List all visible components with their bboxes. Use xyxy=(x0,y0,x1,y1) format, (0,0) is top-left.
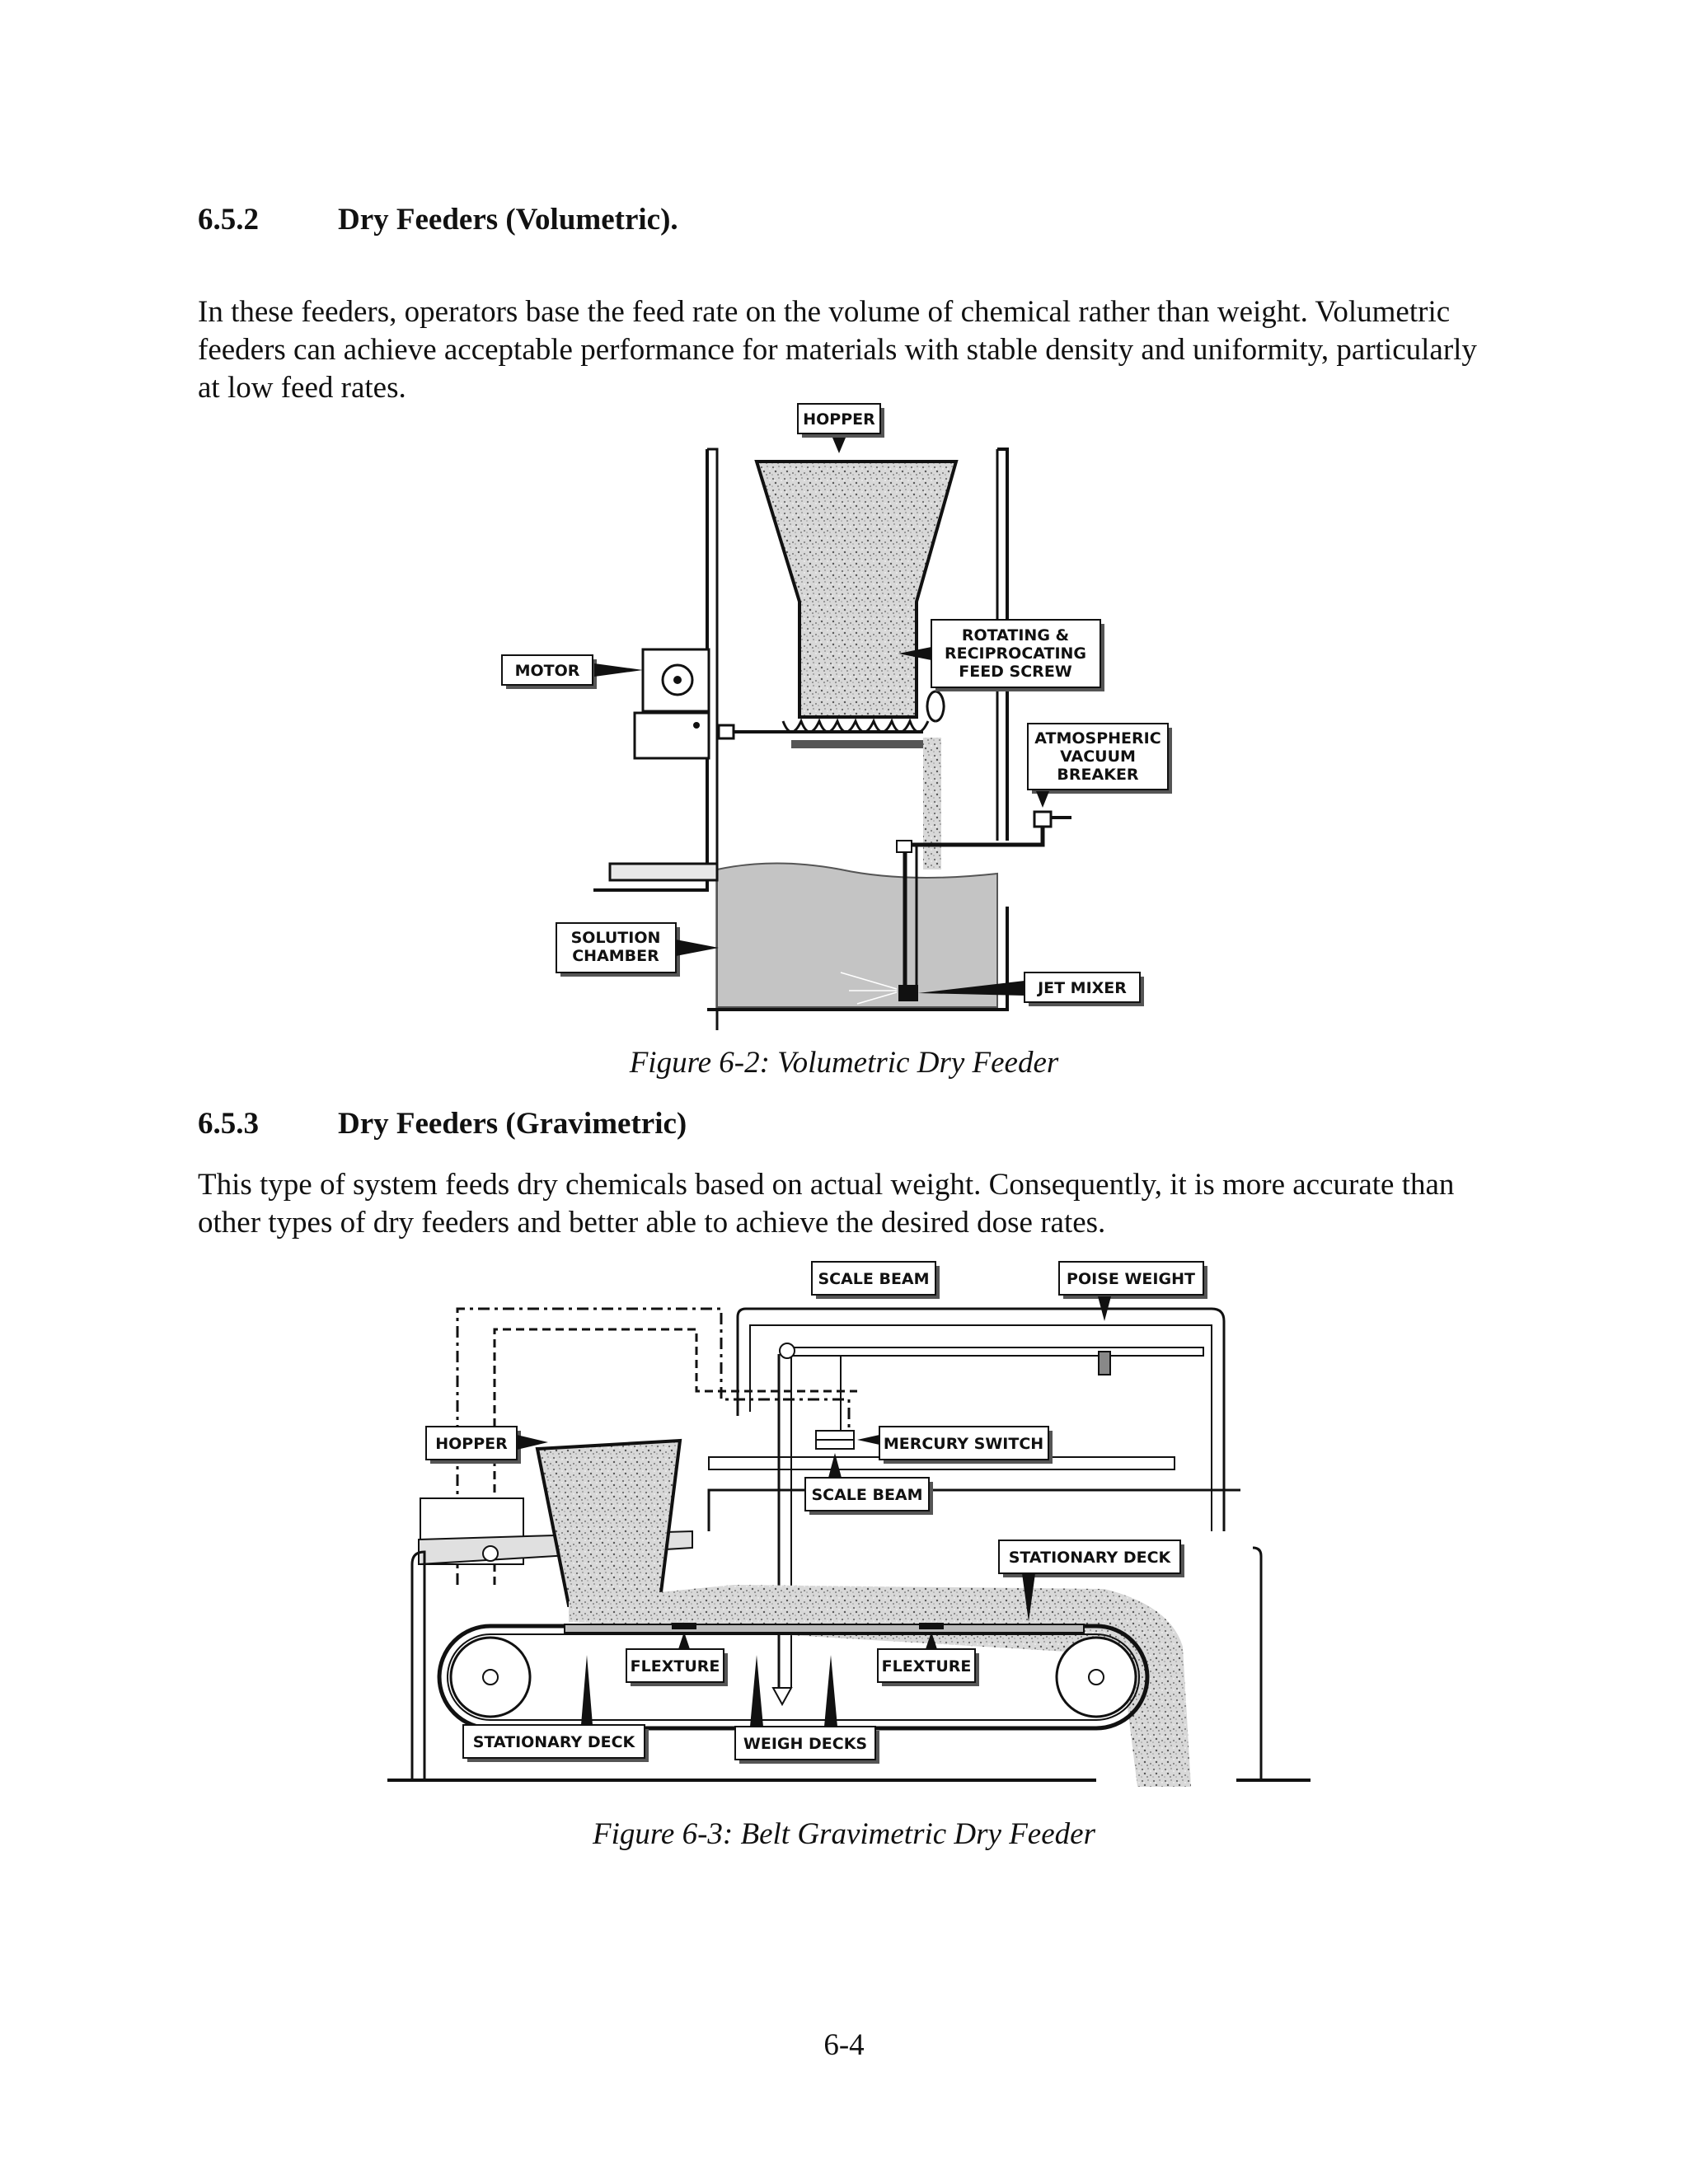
screw-trough xyxy=(791,740,923,748)
label-hopper: HOPPER xyxy=(425,1426,548,1464)
svg-text:STATIONARY DECK: STATIONARY DECK xyxy=(1009,1549,1172,1567)
svg-text:FEED SCREW: FEED SCREW xyxy=(959,663,1072,681)
feed-screw xyxy=(781,718,930,733)
jet-mixer xyxy=(898,985,918,1001)
label-vacuum-breaker: ATMOSPHERIC VACUUM BREAKER xyxy=(1027,723,1172,808)
pulley-right xyxy=(1055,1636,1137,1718)
page-number: 6-4 xyxy=(823,2028,865,2062)
svg-text:ATMOSPHERIC: ATMOSPHERIC xyxy=(1034,729,1160,748)
pulley-left xyxy=(449,1636,532,1718)
svg-text:SCALE BEAM: SCALE BEAM xyxy=(818,1270,929,1288)
svg-text:MOTOR: MOTOR xyxy=(515,662,580,680)
scale-beam xyxy=(790,1347,1204,1357)
label-scale-beam-top: SCALE BEAM xyxy=(811,1261,940,1299)
label-stationary-deck-right: STATIONARY DECK xyxy=(998,1540,1184,1622)
svg-text:SOLUTION: SOLUTION xyxy=(571,929,661,947)
label-scale-beam-mid: SCALE BEAM xyxy=(804,1453,933,1515)
svg-text:VACUUM: VACUUM xyxy=(1060,748,1136,766)
section-heading-6-5-2: 6.5.2 Dry Feeders (Volumetric). xyxy=(198,202,1352,238)
label-hopper: HOPPER xyxy=(797,403,884,453)
figure-belt-gravimetric-dry-feeder: SCALE BEAM POISE WEIGHT HOPPER MERCURY S… xyxy=(387,1261,1311,1787)
label-stationary-deck-left: STATIONARY DECK xyxy=(462,1655,649,1762)
inlet-pipe xyxy=(608,862,719,882)
poise-weight xyxy=(1098,1351,1111,1376)
label-solution-chamber: SOLUTION CHAMBER xyxy=(556,922,719,977)
svg-text:HOPPER: HOPPER xyxy=(803,410,875,429)
svg-text:WEIGH DECKS: WEIGH DECKS xyxy=(743,1735,867,1753)
label-jet-mixer: JET MIXER xyxy=(918,972,1144,1006)
section-title: Dry Feeders (Volumetric). xyxy=(338,203,678,237)
svg-text:STATIONARY DECK: STATIONARY DECK xyxy=(473,1733,636,1751)
section-heading-6-5-3: 6.5.3 Dry Feeders (Gravimetric) xyxy=(198,1106,1352,1142)
section-number: 6.5.3 xyxy=(198,1107,259,1141)
svg-text:CHAMBER: CHAMBER xyxy=(572,947,659,965)
weigh-deck xyxy=(564,1624,1085,1633)
label-flexture-left: FLEXTURE xyxy=(626,1632,728,1686)
section-paragraph: In these feeders, operators base the fee… xyxy=(198,295,1477,405)
svg-text:JET MIXER: JET MIXER xyxy=(1036,979,1127,997)
svg-text:HOPPER: HOPPER xyxy=(435,1435,508,1453)
label-motor: MOTOR xyxy=(501,654,643,689)
label-poise-weight: POISE WEIGHT xyxy=(1058,1261,1207,1321)
figure-volumetric-dry-feeder: HOPPER MOTOR ROTATING & RECIPROCATING FE… xyxy=(501,403,1172,1030)
section-number: 6.5.2 xyxy=(198,203,259,237)
svg-text:MERCURY SWITCH: MERCURY SWITCH xyxy=(884,1435,1043,1453)
conveyor-belt xyxy=(437,1624,1150,1731)
svg-text:SCALE BEAM: SCALE BEAM xyxy=(811,1486,922,1504)
figure-caption-6-3: Figure 6-3: Belt Gravimetric Dry Feeder xyxy=(593,1817,1095,1851)
svg-text:RECIPROCATING: RECIPROCATING xyxy=(945,644,1086,663)
label-flexture-right: FLEXTURE xyxy=(877,1632,979,1686)
label-feed-screw: ROTATING & RECIPROCATING FEED SCREW xyxy=(898,619,1104,691)
svg-text:FLEXTURE: FLEXTURE xyxy=(882,1657,972,1675)
svg-text:POISE WEIGHT: POISE WEIGHT xyxy=(1067,1270,1195,1288)
hopper xyxy=(535,1438,682,1607)
motor xyxy=(633,648,710,760)
section-title: Dry Feeders (Gravimetric) xyxy=(338,1107,687,1141)
svg-text:ROTATING &: ROTATING & xyxy=(962,626,1069,644)
figure-caption-6-2: Figure 6-2: Volumetric Dry Feeder xyxy=(629,1046,1059,1080)
label-mercury-switch: MERCURY SWITCH xyxy=(857,1426,1053,1464)
svg-text:FLEXTURE: FLEXTURE xyxy=(631,1657,720,1675)
svg-text:BREAKER: BREAKER xyxy=(1057,766,1138,784)
label-weigh-decks: WEIGH DECKS xyxy=(734,1655,879,1764)
section-paragraph: This type of system feeds dry chemicals … xyxy=(198,1168,1455,1240)
